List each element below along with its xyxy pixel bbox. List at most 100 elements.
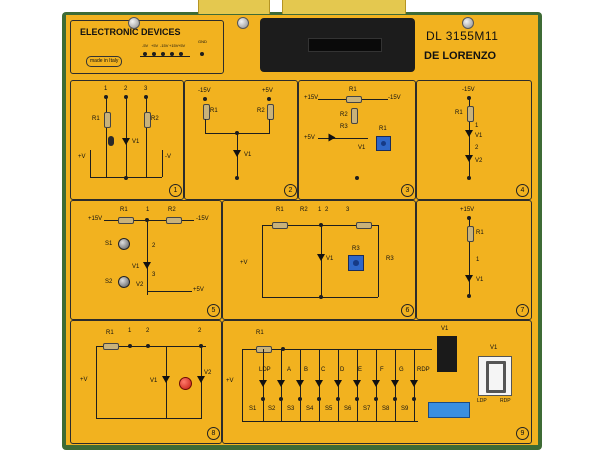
ground-point[interactable] bbox=[124, 176, 128, 180]
label: E bbox=[358, 367, 363, 373]
segment-diode bbox=[277, 380, 285, 387]
segment-diode bbox=[372, 380, 380, 387]
trace bbox=[90, 150, 91, 177]
label: -15V bbox=[196, 216, 209, 222]
module-8 bbox=[70, 320, 222, 444]
trace bbox=[162, 150, 163, 177]
label: 3 bbox=[346, 207, 350, 213]
label: +5V bbox=[304, 135, 315, 141]
test-point[interactable] bbox=[128, 344, 132, 348]
resistor-r2 bbox=[267, 104, 274, 120]
label: 1 bbox=[104, 86, 108, 92]
module-number: 9 bbox=[516, 427, 529, 440]
label: R2 bbox=[340, 112, 348, 118]
led-v1 bbox=[108, 136, 114, 146]
resistor-r1 bbox=[103, 343, 119, 350]
switch-contact[interactable] bbox=[374, 397, 378, 401]
label: RDP bbox=[500, 398, 511, 404]
label: F bbox=[380, 367, 384, 373]
module-4 bbox=[416, 80, 532, 200]
ground-point[interactable] bbox=[319, 295, 323, 299]
resistor-r2 bbox=[144, 112, 151, 128]
model-label: DL 3155M11 bbox=[426, 29, 499, 43]
power-jack-4[interactable] bbox=[170, 52, 174, 56]
gnd-jack[interactable] bbox=[200, 52, 204, 56]
resistor-r2 bbox=[351, 108, 358, 124]
label: V1 bbox=[132, 264, 140, 270]
seven-segment-digit bbox=[486, 361, 506, 393]
segment-diode bbox=[334, 380, 342, 387]
trace bbox=[321, 225, 322, 297]
zener-v1 bbox=[465, 130, 473, 137]
label: S8 bbox=[382, 406, 390, 412]
module-number: 4 bbox=[516, 184, 529, 197]
switch-contact[interactable] bbox=[355, 397, 359, 401]
label: +V bbox=[80, 377, 88, 383]
label: +V bbox=[78, 154, 86, 160]
label: 1 bbox=[476, 257, 480, 263]
test-point[interactable] bbox=[203, 97, 207, 101]
label: R1 bbox=[379, 126, 387, 132]
label: -15V bbox=[462, 87, 475, 93]
edge-connector-left bbox=[198, 0, 270, 14]
trace bbox=[104, 220, 194, 221]
segment-diode bbox=[410, 380, 418, 387]
switch-contact[interactable] bbox=[412, 397, 416, 401]
test-point[interactable] bbox=[281, 347, 285, 351]
switch-contact[interactable] bbox=[261, 397, 265, 401]
ground-point[interactable] bbox=[235, 176, 239, 180]
label: V1 bbox=[132, 139, 140, 145]
switch-contact[interactable] bbox=[279, 397, 283, 401]
power-label-5: +5V bbox=[178, 43, 186, 48]
screw-top-right bbox=[462, 17, 474, 29]
label: R1 bbox=[455, 110, 463, 116]
resistor-r1 bbox=[203, 104, 210, 120]
switch-contact[interactable] bbox=[336, 397, 340, 401]
module-7 bbox=[416, 200, 532, 320]
ground-point[interactable] bbox=[467, 294, 471, 298]
label: R2 bbox=[151, 116, 159, 122]
segment-diode bbox=[259, 380, 267, 387]
label: RDP bbox=[417, 367, 430, 373]
power-jack-2[interactable] bbox=[152, 52, 156, 56]
power-label-3: -15V bbox=[160, 43, 169, 48]
potentiometer-r3[interactable] bbox=[348, 255, 364, 271]
ground-point[interactable] bbox=[355, 176, 359, 180]
power-jack-3[interactable] bbox=[161, 52, 165, 56]
label: V1 bbox=[490, 345, 498, 351]
test-point[interactable] bbox=[267, 97, 271, 101]
label: V1 bbox=[476, 277, 484, 283]
label: -15V bbox=[198, 88, 211, 94]
led-red bbox=[179, 377, 192, 390]
zener-v1 bbox=[233, 150, 241, 157]
switch-contact[interactable] bbox=[393, 397, 397, 401]
module-number: 6 bbox=[401, 304, 414, 317]
trace bbox=[106, 97, 107, 177]
label: R2 bbox=[168, 207, 176, 213]
gnd-label: GND bbox=[198, 39, 207, 44]
label: R1 bbox=[106, 330, 114, 336]
label: 1 bbox=[146, 207, 150, 213]
segment-diode bbox=[315, 380, 323, 387]
ground-point[interactable] bbox=[467, 176, 471, 180]
dip-switch[interactable] bbox=[428, 402, 470, 418]
label: S7 bbox=[363, 406, 371, 412]
label: V2 bbox=[475, 158, 483, 164]
power-jack-1[interactable] bbox=[143, 52, 147, 56]
zener-v1 bbox=[317, 254, 325, 261]
switch-contact[interactable] bbox=[298, 397, 302, 401]
label: R1 bbox=[256, 330, 264, 336]
switch-s2[interactable] bbox=[118, 276, 130, 288]
switch-s1[interactable] bbox=[118, 238, 130, 250]
label: R1 bbox=[276, 207, 284, 213]
potentiometer-r1[interactable] bbox=[376, 136, 391, 151]
label: 1 bbox=[475, 123, 479, 129]
switch-contact[interactable] bbox=[317, 397, 321, 401]
diode-v1 bbox=[162, 376, 170, 383]
label: V1 bbox=[150, 378, 158, 384]
module-number: 7 bbox=[516, 304, 529, 317]
power-jack-5[interactable] bbox=[179, 52, 183, 56]
made-in-label: made in Italy bbox=[86, 56, 123, 67]
screw-top-left bbox=[128, 17, 140, 29]
test-point[interactable] bbox=[146, 344, 150, 348]
